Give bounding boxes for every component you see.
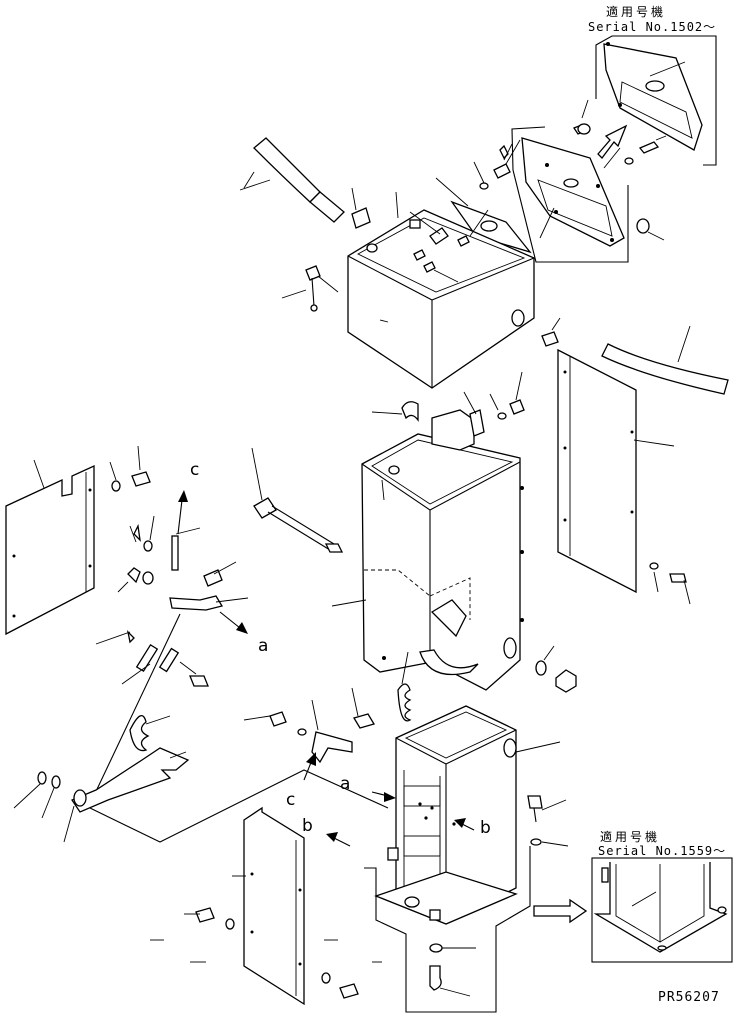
return-hose: [601, 325, 729, 395]
inset-bottom-applicable-title: 適用号機: [600, 830, 661, 844]
left-cover-panel: [5, 445, 151, 636]
stand-fasteners-right: [535, 645, 577, 693]
inset-top-serial: Serial No.1502～: [588, 20, 717, 34]
small-gasket-plate: [435, 177, 532, 254]
lower-inset-arrow: [533, 898, 588, 924]
lower-stand-frame: [364, 846, 531, 1013]
plate-fasteners: [473, 99, 667, 241]
ref-letter-b-right: b: [480, 818, 491, 838]
pedal-bracket-plate: [243, 699, 353, 764]
ref-letter-c-lower: c: [286, 790, 296, 810]
tank-cap-plug: [351, 187, 561, 347]
right-cover-panel: [557, 348, 691, 605]
hose-clamp-bracket: [371, 371, 525, 451]
ref-letter-c-upper: c: [190, 460, 200, 480]
reference-arrows: [177, 490, 475, 847]
inset-bottom-serial: Serial No.1559～: [598, 844, 727, 858]
drain-cock: [281, 265, 339, 312]
long-stud-bolt: [251, 447, 344, 553]
pedal-linkage: [13, 515, 249, 843]
hydraulic-tank: [347, 191, 535, 389]
ref-letter-a-center: a: [340, 774, 351, 794]
tank-stand: [331, 433, 524, 691]
lower-side-cover: [150, 806, 382, 1006]
upgrade-arrow: [597, 124, 628, 159]
drawing-code: PR56207: [658, 990, 720, 1005]
connecting-rod-path: [89, 769, 389, 843]
lower-valve-stand: [374, 705, 561, 925]
return-spring: [351, 651, 412, 729]
lower-stand-bolt: [527, 795, 569, 847]
ref-letter-b-lower: b: [302, 816, 313, 836]
inset-frame-serial-1502: [595, 35, 717, 166]
suction-hose: [239, 137, 345, 223]
valve-bracket-plate-group: [511, 126, 629, 263]
inset-top-applicable-title: 適用号機: [606, 5, 667, 19]
ref-letter-a-left: a: [258, 636, 269, 656]
inset-frame-serial-1559: [591, 857, 733, 963]
